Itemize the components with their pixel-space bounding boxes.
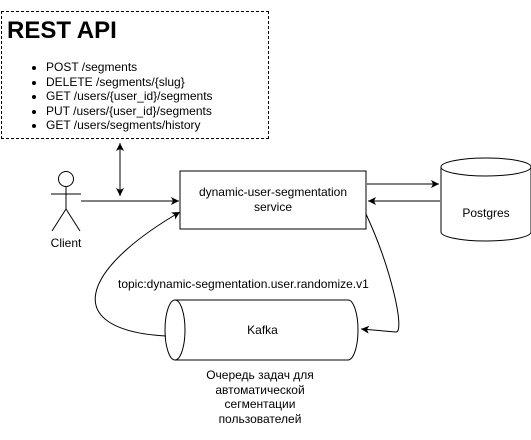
- kafka-to-service-arrow: [94, 211, 181, 337]
- queue-description-line: пользователей: [218, 411, 302, 426]
- kafka-cylinder: [164, 299, 359, 361]
- endpoint-item: PUT /users/{user_id}/segments: [26, 104, 213, 119]
- endpoint-item: POST /segments: [26, 60, 213, 75]
- queue-description-line: автоматической: [215, 382, 305, 397]
- queue-description-line: Очередь задач для: [206, 368, 314, 382]
- postgres-cylinder: [440, 157, 531, 242]
- endpoint-item: GET /users/{user_id}/segments: [26, 89, 213, 104]
- service-label: dynamic-user-segmentation service: [180, 171, 366, 229]
- service-label-line1: dynamic-user-segmentation: [198, 185, 348, 199]
- queue-description: Очередь задач для автоматической сегмент…: [185, 368, 335, 426]
- rest-api-title: REST API: [7, 17, 117, 44]
- service-label-line2: service: [253, 200, 292, 214]
- queue-description-line: сегментации: [224, 397, 296, 411]
- endpoint-item: GET /users/segments/history: [26, 118, 213, 133]
- client-actor-icon: [51, 171, 81, 232]
- kafka-topic-label: topic:dynamic-segmentation.user.randomiz…: [118, 277, 369, 291]
- rest-api-note: REST API POST /segments DELETE /segments…: [1, 11, 269, 139]
- service-box: [179, 170, 367, 230]
- kafka-label: Kafka: [247, 322, 278, 337]
- postgres-label: Postgres: [462, 205, 510, 220]
- service-to-kafka-arrow: [360, 213, 400, 334]
- client-label: Client: [50, 236, 82, 250]
- endpoint-list: POST /segments DELETE /segments/{slug} G…: [26, 60, 213, 133]
- endpoint-item: DELETE /segments/{slug}: [26, 75, 213, 90]
